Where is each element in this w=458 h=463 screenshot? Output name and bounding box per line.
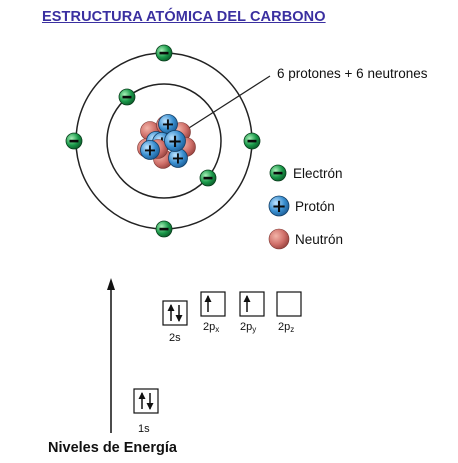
energy-axis-arrowhead xyxy=(107,278,115,290)
energy-axis-label: Niveles de Energía xyxy=(48,440,177,456)
spin-down-arrow xyxy=(175,305,183,322)
legend-neutron-label: Neutrón xyxy=(295,231,344,247)
orbital-label-2s: 2s xyxy=(169,332,181,344)
electron xyxy=(155,44,173,62)
electron-icon xyxy=(269,164,287,182)
electron xyxy=(199,169,217,187)
nucleus-label: 6 protones + 6 neutrones xyxy=(277,66,428,81)
svg-text:+: + xyxy=(171,149,184,168)
orbital-label-1s: 1s xyxy=(138,423,150,435)
orbital-box-1s xyxy=(133,388,159,414)
svg-text:+: + xyxy=(143,141,156,160)
orbital-label-2pz: 2pz xyxy=(278,321,295,334)
electron xyxy=(243,132,261,150)
legend-electron-label: Electrón xyxy=(293,165,343,181)
spin-up-arrow xyxy=(167,304,175,321)
legend-electron: Electrón xyxy=(268,161,343,185)
svg-text:+: + xyxy=(167,131,182,152)
orbital-box-2s xyxy=(162,300,188,326)
proton: + xyxy=(168,148,188,168)
orbital-box-2pz xyxy=(276,291,302,317)
svg-text:+: + xyxy=(161,115,174,134)
diagram-title: ESTRUCTURA ATÓMICA DEL CARBONO xyxy=(42,9,326,25)
electron xyxy=(65,132,83,150)
legend-proton: + Protón xyxy=(268,194,335,218)
atom-diagram: + + + + + + xyxy=(65,44,271,238)
neutron-icon xyxy=(268,228,290,250)
legend-proton-label: Protón xyxy=(295,198,335,214)
orbital-label-2px: 2px xyxy=(203,321,220,334)
nucleus-pointer xyxy=(177,75,271,136)
spin-down-arrow xyxy=(146,393,154,410)
orbital-label-2py: 2py xyxy=(240,321,257,334)
nucleus: + + + + + + xyxy=(137,114,196,169)
spin-up-arrow xyxy=(138,392,146,409)
inner-orbit xyxy=(106,83,222,199)
orbital-box-2py xyxy=(239,291,265,317)
legend-neutron: Neutrón xyxy=(268,227,343,251)
orbital-box-2px xyxy=(200,291,226,317)
proton: + xyxy=(164,130,186,152)
proton: + xyxy=(158,114,178,134)
electron xyxy=(155,220,173,238)
proton-icon: + xyxy=(268,195,290,217)
electron xyxy=(118,88,136,106)
proton: + xyxy=(140,140,160,160)
spin-up-arrow xyxy=(243,295,251,312)
svg-text:+: + xyxy=(271,196,286,217)
spin-up-arrow xyxy=(204,295,212,312)
